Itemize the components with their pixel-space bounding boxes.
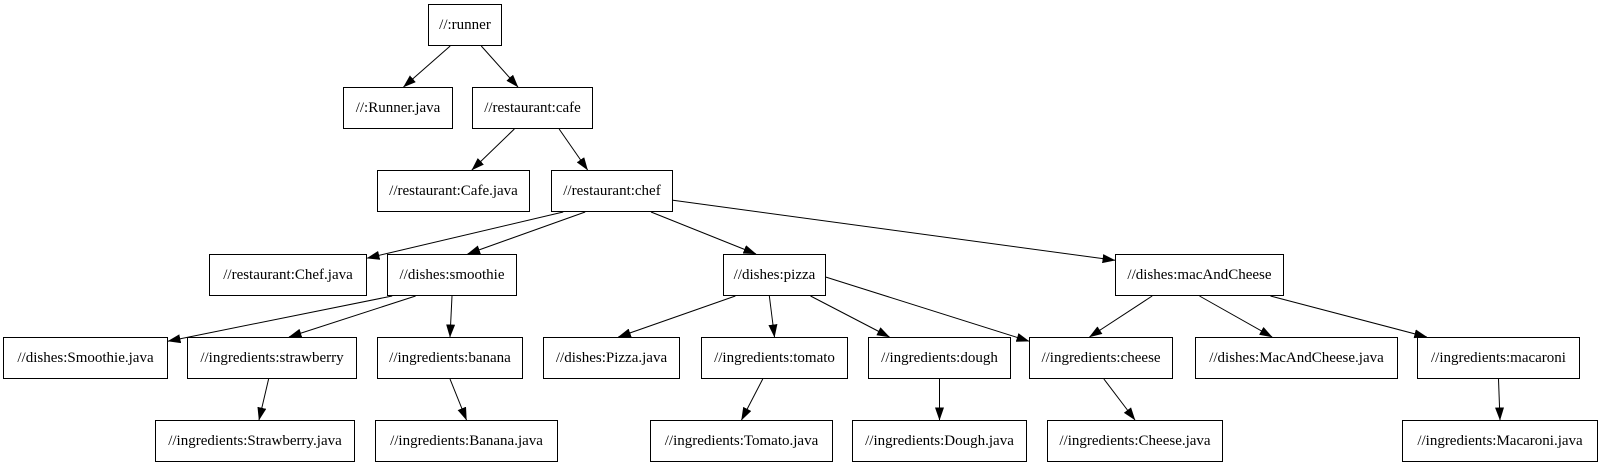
graph-node-chef: //restaurant:chef [551, 170, 673, 212]
graph-node-dough-java: //ingredients:Dough.java [852, 420, 1027, 462]
graph-edge-cheese-to-cheese-java [1103, 378, 1136, 421]
graph-node-cafe-java: //restaurant:Cafe.java [377, 170, 530, 212]
graph-edge-macaroni-to-macaroni-java [1495, 378, 1505, 421]
graph-edge-smoothie-to-strawberry [288, 295, 416, 338]
graph-edge-chef-to-pizza [650, 211, 757, 255]
graph-node-chef-java: //restaurant:Chef.java [209, 254, 367, 296]
graph-edge-mac-and-cheese-to-cheese [1089, 295, 1153, 338]
graph-node-tomato: //ingredients:tomato [701, 337, 848, 379]
graph-node-pizza-java: //dishes:Pizza.java [543, 337, 680, 379]
graph-node-dough: //ingredients:dough [868, 337, 1011, 379]
graph-edge-runner-to-runner-java [403, 45, 451, 88]
graph-edge-pizza-to-pizza-java [617, 295, 736, 338]
graph-edge-pizza-to-dough [810, 295, 890, 338]
graph-node-strawberry-java: //ingredients:Strawberry.java [155, 420, 355, 462]
graph-node-cafe: //restaurant:cafe [472, 87, 593, 129]
graph-node-pizza: //dishes:pizza [723, 254, 826, 296]
graph-node-tomato-java: //ingredients:Tomato.java [650, 420, 833, 462]
graph-edge-chef-to-smoothie [467, 211, 586, 255]
graph-edge-chef-to-chef-java [366, 211, 564, 260]
graph-node-macaroni-java: //ingredients:Macaroni.java [1402, 420, 1598, 462]
graph-node-banana: //ingredients:banana [377, 337, 523, 379]
graph-node-mac-and-cheese-java: //dishes:MacAndCheese.java [1195, 337, 1398, 379]
graph-node-cheese-java: //ingredients:Cheese.java [1047, 420, 1223, 462]
graph-edge-mac-and-cheese-to-mac-and-cheese-java [1199, 295, 1273, 338]
graph-edge-tomato-to-tomato-java [741, 378, 764, 421]
graph-node-smoothie-java: //dishes:Smoothie.java [3, 337, 168, 379]
graph-edge-chef-to-mac-and-cheese [672, 199, 1116, 264]
graph-edge-pizza-to-tomato [768, 295, 778, 338]
graph-node-runner: //:runner [428, 4, 502, 46]
graph-edge-smoothie-to-smoothie-java [167, 295, 393, 344]
graph-edge-strawberry-to-strawberry-java [257, 378, 270, 421]
graph-node-smoothie: //dishes:smoothie [387, 254, 517, 296]
graph-node-mac-and-cheese: //dishes:macAndCheese [1115, 254, 1284, 296]
graph-edge-smoothie-to-banana [446, 295, 456, 338]
graph-edge-pizza-to-cheese [825, 276, 1030, 342]
graph-node-runner-java: //:Runner.java [343, 87, 453, 129]
graph-edge-runner-to-cafe [480, 45, 519, 88]
graph-edge-mac-and-cheese-to-macaroni [1270, 295, 1428, 339]
graph-edge-cafe-to-chef [558, 128, 589, 171]
graph-node-cheese: //ingredients:cheese [1029, 337, 1173, 379]
graph-node-macaroni: //ingredients:macaroni [1417, 337, 1580, 379]
graph-node-strawberry: //ingredients:strawberry [187, 337, 357, 379]
graph-edge-banana-to-banana-java [449, 378, 467, 421]
graph-edge-cafe-to-cafe-java [471, 128, 515, 171]
graph-node-banana-java: //ingredients:Banana.java [375, 420, 558, 462]
